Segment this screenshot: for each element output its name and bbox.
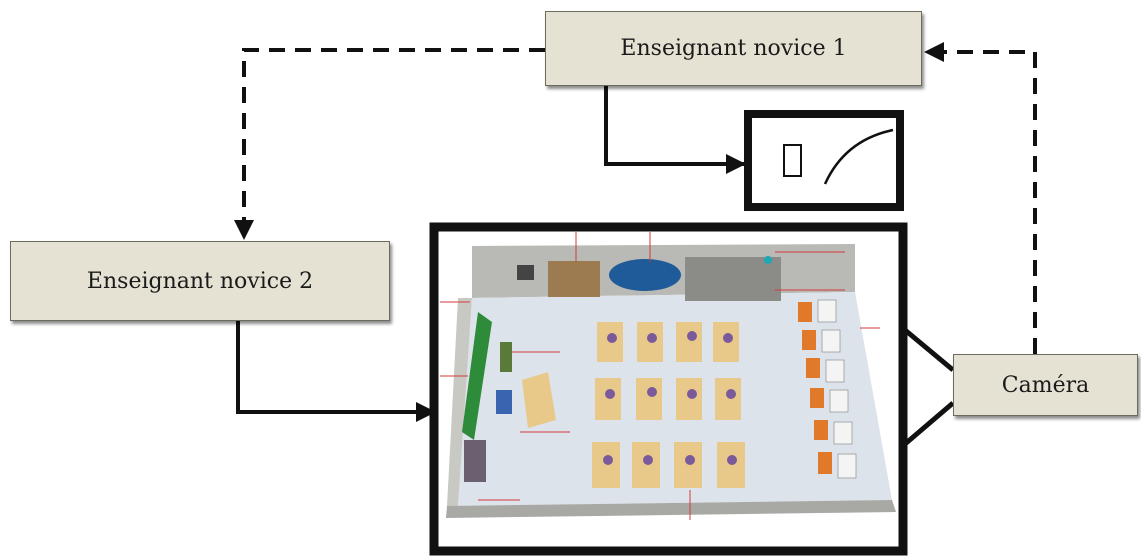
students <box>603 331 737 465</box>
side-desks <box>817 299 857 479</box>
student-desk <box>715 378 741 420</box>
side-desk <box>817 299 837 323</box>
student-figure <box>605 389 615 399</box>
student-figure <box>647 333 657 343</box>
camera-view-line-bottom <box>903 401 955 446</box>
teacher-figure <box>500 342 512 372</box>
floor-plan-panel <box>744 110 904 211</box>
side-chair <box>814 420 828 440</box>
side-chair <box>806 358 820 378</box>
classroom-left-wall <box>447 298 472 506</box>
callout-lines <box>440 232 880 520</box>
dashed-arrow-novice1-to-novice2 <box>234 48 545 240</box>
plan-door-frame-icon <box>783 144 802 177</box>
student-desk <box>676 322 702 362</box>
side-desk <box>829 389 849 413</box>
student-figure <box>687 389 697 399</box>
teacher-chair <box>496 390 512 414</box>
student-figure <box>607 333 617 343</box>
student-desk <box>592 442 620 488</box>
student-figure <box>726 389 736 399</box>
student-desk <box>717 442 745 488</box>
student-figure <box>727 455 737 465</box>
student-desk <box>636 378 662 420</box>
arrow-novice2-to-classroom <box>236 321 436 422</box>
student-desk <box>595 378 621 420</box>
side-desk <box>837 453 857 479</box>
arrow-novice1-to-plan <box>604 86 746 174</box>
student-desk <box>632 442 660 488</box>
side-desk <box>821 329 841 353</box>
side-desk <box>833 421 853 445</box>
student-figure <box>647 387 657 397</box>
world-map <box>609 259 681 291</box>
student-figure <box>643 455 653 465</box>
wall-poster <box>548 261 600 297</box>
wall-shelf <box>685 257 781 301</box>
student-desks <box>592 322 745 488</box>
student-figure <box>603 455 613 465</box>
student-figure <box>687 331 697 341</box>
node-camera: Caméra <box>953 354 1138 416</box>
node-label: Enseignant novice 2 <box>86 268 314 294</box>
side-chair <box>802 330 816 350</box>
side-desk <box>825 359 845 383</box>
node-label: Enseignant novice 1 <box>620 36 847 61</box>
classroom-floor <box>458 292 892 506</box>
wall-clock-box <box>517 265 534 280</box>
side-chair <box>798 302 812 322</box>
camera-view-line-top <box>903 328 955 372</box>
dashed-arrow-camera-to-novice1 <box>924 42 1037 354</box>
side-chair <box>810 388 824 408</box>
node-label: Caméra <box>1001 372 1090 398</box>
student-figure <box>685 455 695 465</box>
plan-door-swing-icon <box>823 128 894 185</box>
cabinet <box>464 440 486 482</box>
node-enseignant-novice-1: Enseignant novice 1 <box>545 11 922 86</box>
side-chairs <box>798 302 832 474</box>
classroom-front-edge <box>446 500 896 518</box>
student-desk <box>674 442 702 488</box>
wall-clock <box>764 256 772 264</box>
teacher-desk <box>522 372 556 428</box>
side-chair <box>818 452 832 474</box>
node-enseignant-novice-2: Enseignant novice 2 <box>10 241 390 321</box>
blackboard <box>462 312 492 440</box>
classroom-illustration <box>429 222 908 556</box>
student-figure <box>723 333 733 343</box>
student-desk <box>676 378 702 420</box>
